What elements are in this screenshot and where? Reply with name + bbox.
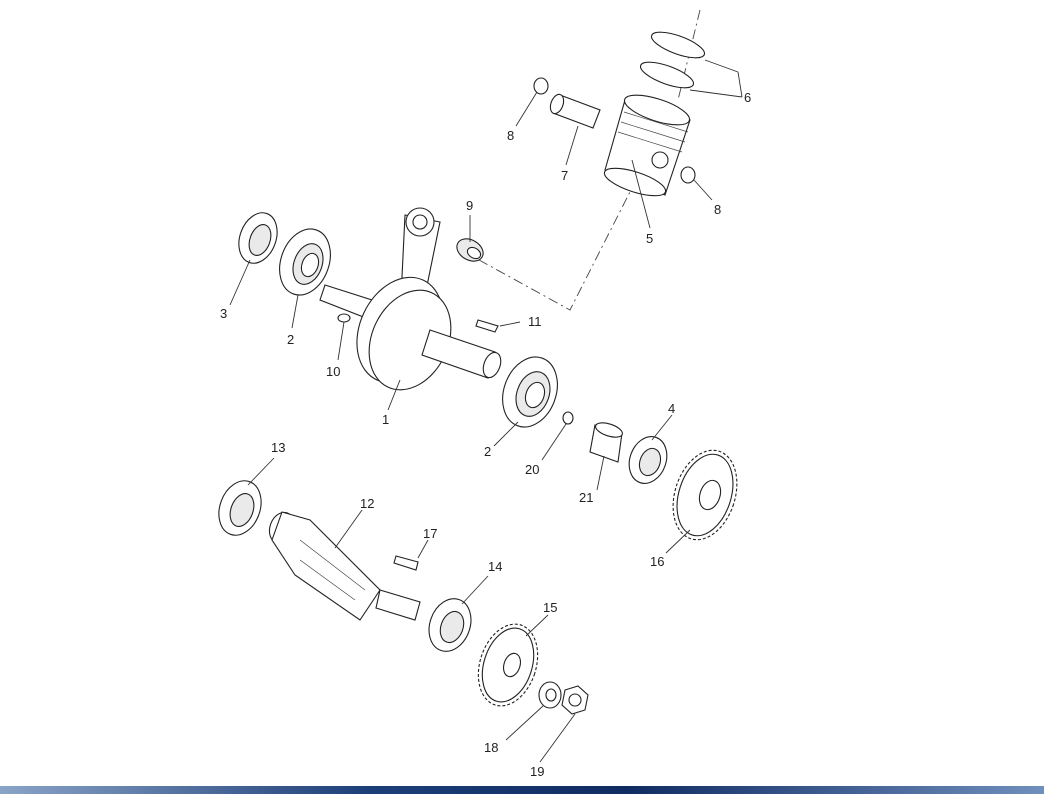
piston-pin-clip-left xyxy=(533,77,549,95)
label-9: 9 xyxy=(466,198,473,213)
label-21: 21 xyxy=(579,490,593,505)
label-2-left: 2 xyxy=(287,332,294,347)
piston xyxy=(603,94,691,197)
label-8-left: 8 xyxy=(507,128,514,143)
label-12: 12 xyxy=(360,496,374,511)
needle-bearing xyxy=(456,238,484,262)
part-labels: 6 8 7 8 5 9 3 2 10 11 1 2 20 21 4 16 13 … xyxy=(220,90,751,779)
piston-pin-clip-right xyxy=(680,166,696,184)
piston-rings xyxy=(639,31,706,89)
label-1: 1 xyxy=(382,412,389,427)
spacer-collar xyxy=(589,422,623,463)
label-4: 4 xyxy=(668,401,675,416)
label-15: 15 xyxy=(543,600,557,615)
label-20: 20 xyxy=(525,462,539,477)
label-6: 6 xyxy=(744,90,751,105)
crank-key-left xyxy=(337,313,351,323)
label-5: 5 xyxy=(646,231,653,246)
crank-bearing-right xyxy=(502,356,558,428)
label-10: 10 xyxy=(326,364,340,379)
spacer-ball xyxy=(562,411,574,425)
label-8-right: 8 xyxy=(714,202,721,217)
label-13: 13 xyxy=(271,440,285,455)
label-11: 11 xyxy=(528,314,542,329)
balancer-key xyxy=(393,555,419,571)
crank-key-right xyxy=(475,319,499,333)
drive-gear-large xyxy=(672,449,738,541)
crank-bearing-left xyxy=(279,228,331,296)
label-2-right: 2 xyxy=(484,444,491,459)
label-16: 16 xyxy=(650,554,664,569)
nut xyxy=(561,685,589,715)
oil-seal-left xyxy=(238,212,278,264)
lock-washer xyxy=(538,681,562,709)
leader-lines xyxy=(229,59,743,763)
label-19: 19 xyxy=(530,764,544,779)
balancer-bearing-right xyxy=(428,598,472,652)
label-18: 18 xyxy=(484,740,498,755)
crankshaft xyxy=(319,207,502,391)
label-17: 17 xyxy=(423,526,437,541)
piston-pin xyxy=(549,93,601,129)
label-14: 14 xyxy=(488,559,502,574)
balancer-gear xyxy=(477,623,539,707)
bottom-accent-bar xyxy=(0,786,1044,794)
label-3: 3 xyxy=(220,306,227,321)
oil-seal-right xyxy=(628,436,668,484)
balancer-shaft xyxy=(268,511,421,621)
balancer-bearing-left xyxy=(218,480,262,536)
label-7: 7 xyxy=(561,168,568,183)
